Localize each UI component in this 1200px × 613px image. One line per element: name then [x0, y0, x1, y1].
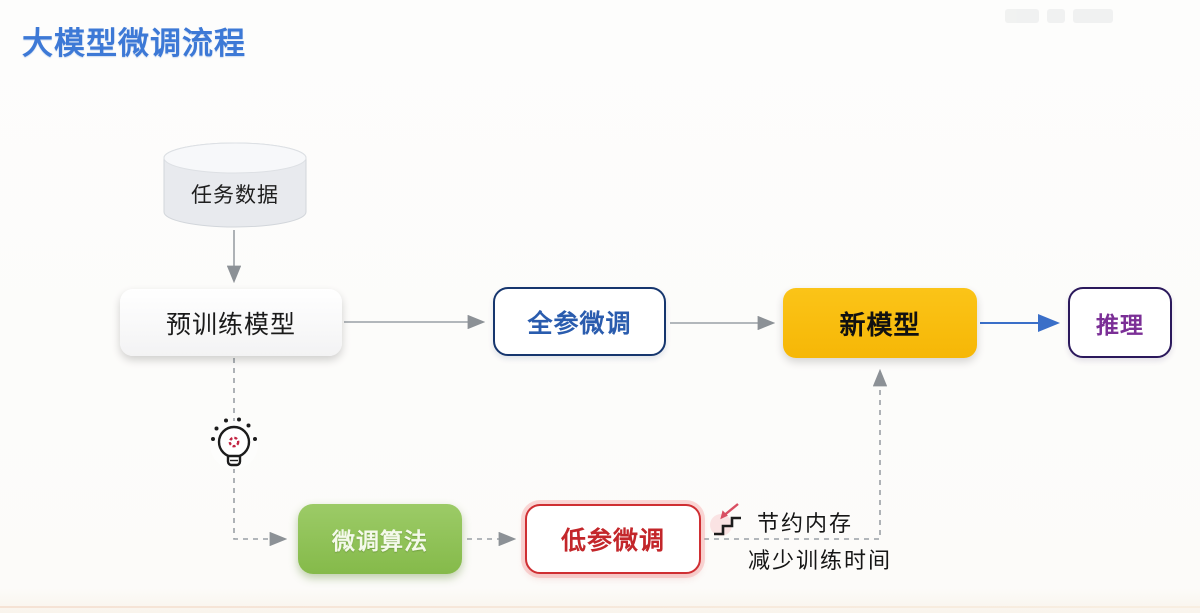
pretrained-model-label: 预训练模型	[165, 310, 296, 339]
node-inference: 推理	[1068, 287, 1172, 358]
dashed-pretrained-to-algorithm	[233, 358, 288, 547]
watermark-icon	[1005, 8, 1039, 23]
watermark-toolbar	[1005, 7, 1140, 27]
benefit-save-memory: 节约内存	[757, 511, 854, 536]
node-task-data: 任务数据	[160, 140, 310, 232]
full-param-finetune-label: 全参微调	[527, 309, 632, 338]
page-title: 大模型微调流程	[22, 26, 246, 61]
watermark-icon	[1073, 8, 1113, 23]
node-finetune-algorithm: 微调算法	[298, 504, 462, 574]
idea-lightbulb-icon	[202, 414, 266, 478]
benefit-reduce-time: 减少训练时间	[748, 548, 893, 573]
decrease-stairs-icon	[708, 498, 752, 540]
node-low-param-finetune: 低参微调	[525, 504, 701, 574]
node-pretrained-model: 预训练模型	[120, 289, 342, 356]
new-model-label: 新模型	[839, 309, 921, 340]
database-cylinder-shape	[163, 142, 307, 228]
task-data-label: 任务数据	[191, 184, 279, 207]
node-new-model: 新模型	[783, 288, 977, 358]
node-full-param-finetune: 全参微调	[493, 287, 666, 356]
finetune-algorithm-label: 微调算法	[332, 528, 428, 554]
watermark-icon	[1047, 8, 1065, 23]
inference-label: 推理	[1096, 311, 1144, 338]
slide-bottom-edge	[0, 606, 1200, 608]
low-param-finetune-label: 低参微调	[560, 527, 665, 555]
